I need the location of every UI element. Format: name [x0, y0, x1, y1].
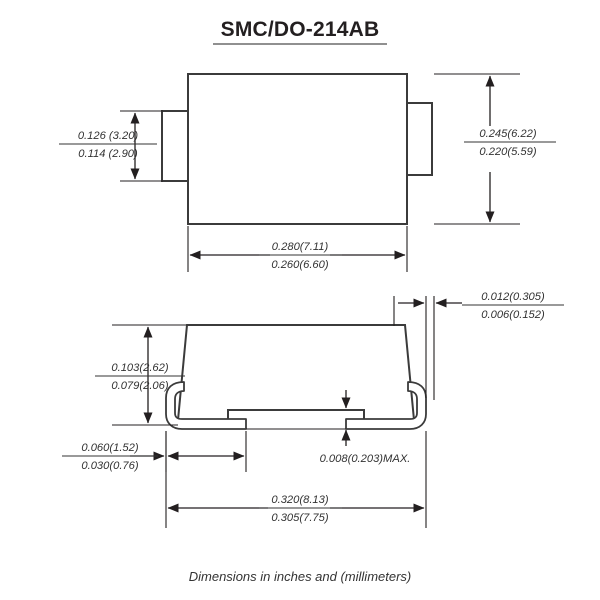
top-view-left-terminal: [161, 110, 190, 182]
units-note: Dimensions in inches and (millimeters): [189, 569, 412, 584]
dim-width-upper: 0.280(7.11): [272, 241, 329, 253]
dim-sv-height-lower: 0.079(2.06): [111, 380, 168, 392]
dim-foot-length-lower: 0.030(0.76): [81, 460, 138, 472]
dim-sv-height-upper: 0.103(2.62): [111, 362, 168, 374]
dim-lead-thickness-label: 0.012(0.305) 0.006(0.152): [462, 291, 564, 321]
dim-overall-length-lower: 0.305(7.75): [271, 512, 328, 524]
dim-lead-thickness-upper: 0.012(0.305): [481, 291, 545, 303]
dim-tab-height-label: 0.126 (3.20) 0.114 (2.90): [59, 130, 157, 160]
dim-foot-length-upper: 0.060(1.52): [81, 442, 138, 454]
dim-tab-height-upper: 0.126 (3.20): [78, 130, 139, 142]
dim-overall-length-label: 0.320(8.13) 0.305(7.75): [259, 494, 342, 524]
dim-standoff-label: 0.008(0.203)MAX.: [320, 453, 411, 465]
side-view-right-lead: [345, 381, 427, 430]
dim-body-height-lower: 0.220(5.59): [479, 146, 536, 158]
side-view-left-lead: [165, 381, 247, 430]
dim-width-label: 0.280(7.11) 0.260(6.60): [259, 241, 342, 271]
side-view-body: [176, 324, 416, 421]
dim-body-height-upper: 0.245(6.22): [479, 128, 536, 140]
dim-body-height-label: 0.245(6.22) 0.220(5.59): [464, 128, 556, 158]
dim-lead-thickness-lower: 0.006(0.152): [481, 309, 545, 321]
dim-overall-length-upper: 0.320(8.13): [271, 494, 328, 506]
dim-foot-length-label: 0.060(1.52) 0.030(0.76): [62, 442, 158, 472]
dim-tab-height-lower: 0.114 (2.90): [78, 148, 138, 160]
dim-sv-height-label: 0.103(2.62) 0.079(2.06): [95, 362, 185, 392]
page-title: SMC/DO-214AB: [221, 18, 380, 41]
top-view-body: [187, 73, 408, 225]
top-view-right-terminal: [405, 102, 433, 176]
top-view-group: 0.126 (3.20) 0.114 (2.90) 0.245(6.22) 0.…: [59, 73, 556, 272]
dim-width-lower: 0.260(6.60): [271, 259, 328, 271]
side-view-group: 0.103(2.62) 0.079(2.06) 0.012(0.305) 0.0…: [62, 291, 564, 528]
